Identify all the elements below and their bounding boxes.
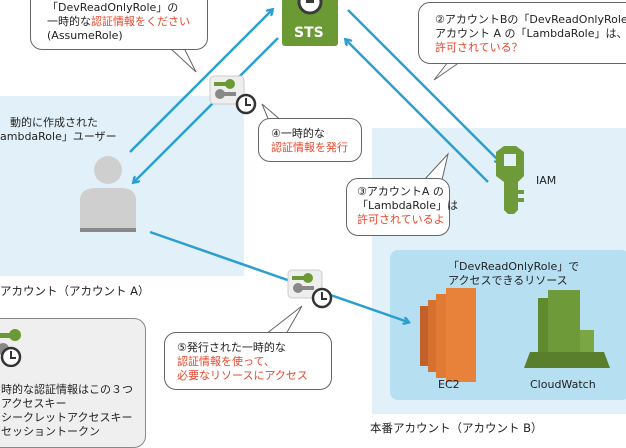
arrow-user-to-sts bbox=[129, 10, 272, 153]
step5-bubble: ⑤発行された一時的な 認証情報を使って、 必要なリソースにアクセス bbox=[164, 332, 332, 390]
user-caption-line2: ambdaRole」ユーザー bbox=[0, 130, 117, 143]
step4-line2: 認証情報を発行 bbox=[271, 141, 348, 154]
step1-line2: 一時的な認証情報をください bbox=[47, 15, 207, 29]
sts-label: STS bbox=[294, 25, 324, 41]
step3-line2: 「LambdaRole」は bbox=[357, 199, 458, 212]
arrow-iam-to-sts bbox=[346, 40, 489, 183]
step3-line3: 許可されているよ bbox=[357, 213, 445, 226]
step2-line2: アカウント A の「LambdaRole」は、 bbox=[435, 27, 626, 40]
iam-key-icon bbox=[496, 146, 524, 214]
step2-line3: 許可されている？ bbox=[435, 41, 523, 54]
user-icon bbox=[80, 156, 136, 232]
arrow-user-to-ec2 bbox=[149, 230, 408, 322]
step3-bubble: ③アカウントA の 「LambdaRole」は 許可されているよ bbox=[346, 178, 458, 236]
arrow-sts-to-user bbox=[134, 37, 279, 182]
sts-icon bbox=[282, 0, 338, 46]
step4-line1: ④一時的な bbox=[271, 127, 325, 140]
step1-line3: (AssumeRole) bbox=[47, 29, 123, 42]
step1-bubble: 「DevReadOnlyRole」の 一時的な認証情報をください (Assume… bbox=[30, 0, 208, 50]
temporary-credential-icon bbox=[287, 269, 333, 309]
temporary-credential-icon bbox=[0, 329, 22, 367]
ec2-label: EC2 bbox=[438, 378, 460, 391]
step5-line2: 認証情報を使って、 bbox=[177, 355, 275, 368]
account-a-label: アカウント（アカウント A） bbox=[0, 284, 150, 298]
iam-label: IAM bbox=[536, 174, 557, 187]
step5-line1: ⑤発行された一時的な bbox=[177, 341, 286, 354]
credentials-note-line4: セッショントークン bbox=[1, 425, 100, 438]
step2-bubble: ②アカウントBの「DevReadOnlyRole」 アカウント A の「Lamb… bbox=[418, 2, 626, 64]
cloudwatch-label: CloudWatch bbox=[530, 378, 596, 391]
credentials-note-line1: 時的な認証情報はこの３つ bbox=[1, 383, 133, 396]
step5-line3: 必要なリソースにアクセス bbox=[177, 369, 308, 382]
ec2-icon bbox=[420, 288, 476, 382]
resources-caption-line2: アクセスできるリソース bbox=[448, 274, 568, 287]
step1-line1: 「DevReadOnlyRole」の bbox=[47, 1, 179, 14]
step1-line2-plain: 一時的な bbox=[47, 15, 91, 28]
cloudwatch-icon bbox=[524, 290, 610, 368]
step3-line1: ③アカウントA の bbox=[357, 185, 444, 198]
credentials-note-line3: シークレットアクセスキー bbox=[1, 411, 133, 424]
resources-caption-line1: 「DevReadOnlyRole」で bbox=[448, 260, 580, 273]
temporary-credential-icon bbox=[209, 75, 257, 115]
credentials-note: 時的な認証情報はこの３つ アクセスキー シークレットアクセスキー セッショントー… bbox=[0, 318, 146, 448]
user-caption-line1: 動的に作成された bbox=[10, 116, 98, 129]
step2-line1: ②アカウントBの「DevReadOnlyRole」 bbox=[435, 13, 626, 26]
account-a-region bbox=[0, 96, 244, 276]
arrow-sts-to-iam bbox=[347, 9, 500, 162]
step1-line2-red: 認証情報をください bbox=[91, 15, 190, 28]
step4-bubble: ④一時的な 認証情報を発行 bbox=[258, 118, 362, 162]
credentials-note-line2: アクセスキー bbox=[1, 397, 67, 410]
